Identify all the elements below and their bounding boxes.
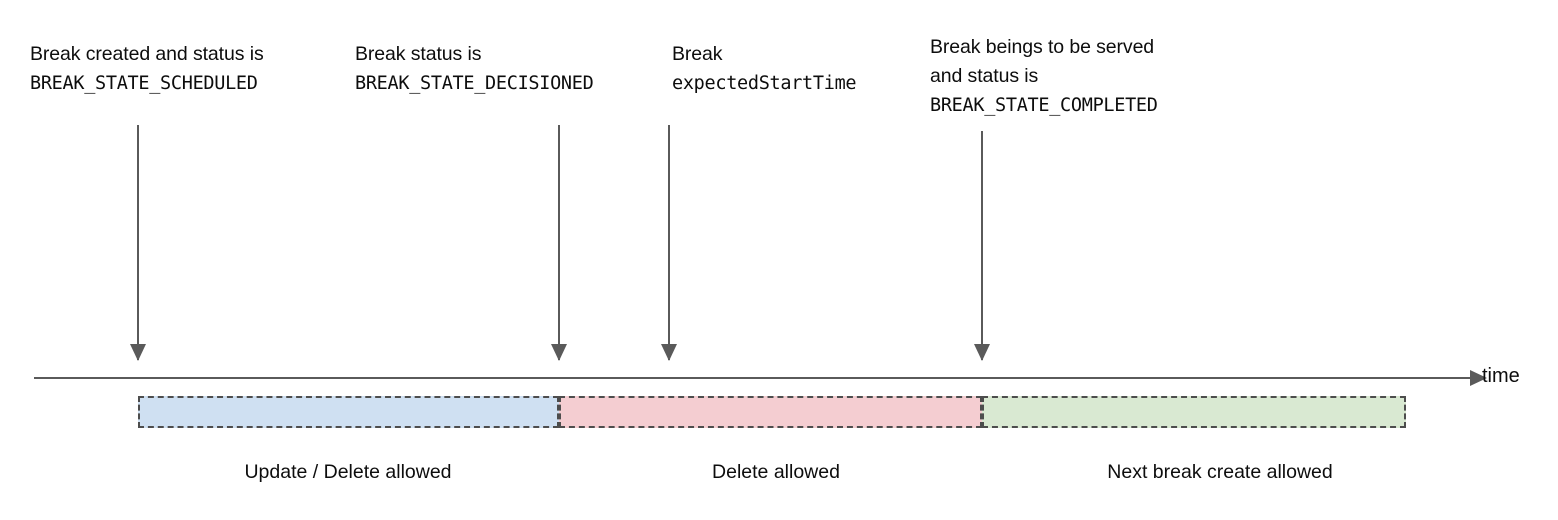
phase-delete — [559, 396, 982, 428]
label-line: BREAK_STATE_COMPLETED — [930, 95, 1158, 116]
marker-scheduled-arrow — [130, 125, 146, 361]
arrow-stem — [137, 125, 139, 360]
arrow-stem — [981, 131, 983, 360]
label-line: BREAK_STATE_DECISIONED — [355, 73, 594, 94]
label-line: expectedStartTime — [672, 73, 857, 94]
label-line: and status is — [930, 65, 1039, 87]
phase-update-delete — [138, 396, 559, 428]
label-line: Break beings to be served — [930, 36, 1155, 58]
arrow-down-icon — [130, 344, 146, 361]
arrow-stem — [668, 125, 670, 360]
label-line: Break status is — [355, 43, 482, 65]
marker-decisioned-arrow — [551, 125, 567, 361]
arrow-down-icon — [551, 344, 567, 361]
phase-update-delete-caption: Update / Delete allowed — [244, 461, 452, 483]
marker-decisioned-label: Break status is BREAK_STATE_DECISIONED — [355, 40, 594, 98]
phase-delete-caption: Delete allowed — [712, 461, 840, 483]
arrow-stem — [558, 125, 560, 360]
marker-completed-arrow — [974, 131, 990, 361]
marker-expected-start-time-arrow — [661, 125, 677, 361]
label-line: BREAK_STATE_SCHEDULED — [30, 73, 258, 94]
time-axis-label: time — [1482, 365, 1520, 387]
arrow-down-icon — [661, 344, 677, 361]
marker-expected-start-time-label: Break expectedStartTime — [672, 40, 857, 98]
label-line: Break created and status is — [30, 43, 264, 65]
marker-scheduled-label: Break created and status is BREAK_STATE_S… — [30, 40, 264, 98]
arrow-down-icon — [974, 344, 990, 361]
time-axis-arrowhead-icon — [1470, 370, 1487, 386]
marker-completed-label: Break beings to be served and status is BR… — [930, 33, 1158, 120]
time-axis-line — [34, 377, 1470, 379]
label-line: Break — [672, 43, 723, 65]
phase-next-break — [982, 396, 1406, 428]
phase-next-break-caption: Next break create allowed — [1107, 461, 1333, 483]
